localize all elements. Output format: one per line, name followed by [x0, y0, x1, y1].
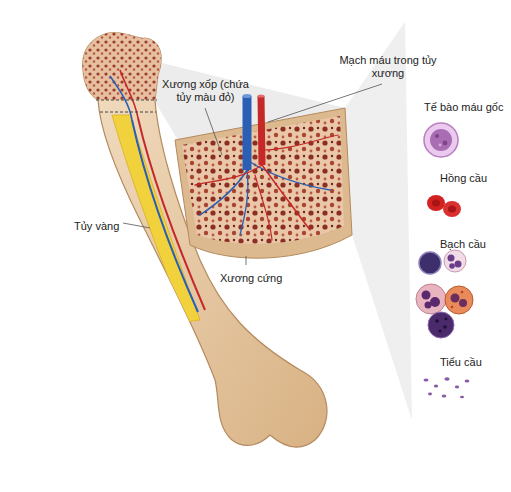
leader-line	[123, 223, 150, 228]
label-anchor: Mạch máu trong tủy xương	[338, 54, 438, 81]
marrow-vessels	[195, 135, 338, 240]
label-anchor: Tủy vàng	[74, 216, 119, 234]
label-anchor: Xương cứng	[220, 268, 282, 286]
part-label: Mạch máu trong tủy xương	[338, 54, 438, 80]
part-label: Xương cứng	[220, 272, 282, 285]
artery-end	[258, 94, 265, 97]
spongy-bone-cut	[70, 25, 170, 100]
vein-end	[243, 94, 252, 98]
white-blood-cells	[416, 250, 473, 338]
platelets	[424, 377, 470, 398]
part-label: Tế bào máu gốc	[424, 101, 504, 114]
label-anchor: Tiểu cầu	[440, 352, 482, 370]
leader-line	[268, 84, 382, 122]
leader-line	[246, 256, 247, 265]
stem-cell	[424, 123, 458, 157]
cut-line	[96, 100, 157, 101]
artery	[261, 96, 262, 165]
vein	[243, 96, 252, 170]
part-label: Tủy vàng	[74, 220, 119, 233]
label-anchor: Tế bào máu gốc	[424, 97, 504, 115]
cut-line	[100, 112, 156, 113]
red-blood-cells	[427, 195, 461, 217]
leader-line	[205, 108, 222, 155]
label-anchor: Xương xốp (chứa tủy màu đỏ)	[158, 78, 253, 105]
label-anchor: Hồng cầu	[440, 168, 487, 186]
part-label: Bạch cầu	[440, 238, 486, 251]
part-label: Hồng cầu	[440, 172, 487, 185]
label-anchor: Bạch cầu	[440, 234, 486, 252]
part-label: Tiểu cầu	[440, 356, 482, 369]
part-label: Xương xốp (chứa tủy màu đỏ)	[158, 78, 253, 104]
vein	[110, 76, 132, 120]
zoom-beam	[345, 22, 412, 420]
